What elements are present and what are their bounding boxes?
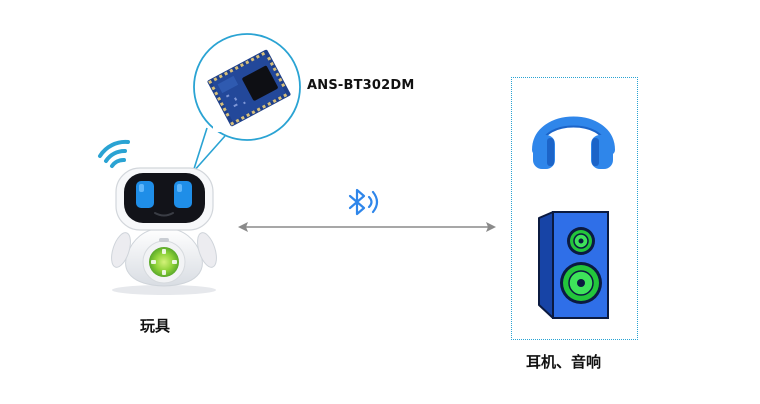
headphones-icon — [532, 116, 615, 169]
bluetooth-link-arrow — [238, 222, 496, 232]
toy-label: 玩具 — [140, 317, 171, 335]
speaker-icon — [538, 211, 609, 319]
bluetooth-icon — [348, 188, 379, 216]
output-devices-box — [511, 77, 638, 340]
module-name-label: ANS-BT302DM — [307, 78, 415, 93]
robot-toy-icon — [98, 139, 217, 295]
bluetooth-module-chip-icon — [207, 49, 291, 127]
wifi-signal-icon — [98, 139, 130, 168]
output-devices-label: 耳机、音响 — [526, 353, 602, 371]
